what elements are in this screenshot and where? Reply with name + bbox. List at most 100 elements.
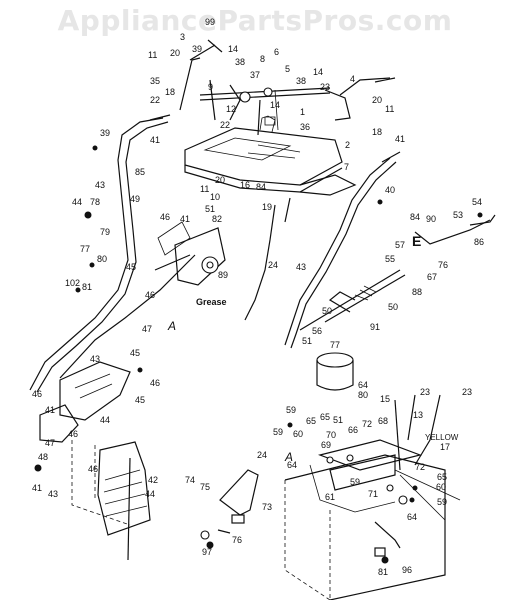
label-81b: 81 (82, 282, 92, 292)
left-handle (29, 114, 171, 393)
label-20c: 20 (215, 175, 225, 185)
label-16: 16 (240, 180, 250, 190)
label-40: 43 (90, 354, 100, 364)
label-32a: 41 (395, 134, 405, 144)
label-46b: 46 (145, 290, 155, 300)
label-55: 55 (385, 254, 395, 264)
label-32b: 41 (150, 135, 160, 145)
label-18a: 18 (165, 87, 175, 97)
label-20a: 20 (170, 48, 180, 58)
label-46a: 46 (160, 212, 170, 222)
label-81c: 81 (378, 567, 388, 577)
label-63: 61 (325, 492, 335, 502)
label-68: 68 (378, 416, 388, 426)
label-54: 54 (472, 197, 482, 207)
control-panel (184, 115, 357, 196)
label-7: 7 (344, 162, 349, 172)
label-15: 15 (380, 394, 390, 404)
label-8: 8 (260, 54, 265, 64)
label-3: 3 (180, 32, 185, 42)
label-35: 43 (296, 262, 306, 272)
label-4: 4 (350, 74, 355, 84)
label-72a: 72 (362, 419, 372, 429)
label-78: 77 (80, 244, 90, 254)
label-20b: 20 (372, 95, 382, 105)
label-59b: 59 (437, 497, 447, 507)
label-1: 1 (300, 107, 305, 117)
label-64c: 64 (407, 512, 417, 522)
ref-a-lower: A (284, 450, 293, 464)
lower-bracket (200, 469, 259, 540)
label-44a: 46 (150, 378, 160, 388)
label-9: 9 (208, 82, 213, 92)
upper-shift-rods (179, 39, 396, 136)
label-44b: 46 (88, 464, 98, 474)
label-79: 78 (90, 197, 100, 207)
grease-note: Grease (196, 297, 227, 307)
label-77a: 76 (438, 260, 448, 270)
label-38b: 44 (145, 489, 155, 499)
label-86: 86 (474, 237, 484, 247)
label-38: 44 (72, 197, 82, 207)
label-51a: 51 (205, 204, 215, 214)
label-73: 73 (262, 502, 272, 512)
label-18b: 18 (372, 127, 382, 137)
label-29: 38 (296, 76, 306, 86)
label-53: 53 (453, 210, 463, 220)
label-41b: 41 (45, 405, 55, 415)
label-45: 45 (126, 262, 136, 272)
label-2: 2 (345, 140, 350, 150)
chute-crank-assembly (154, 221, 226, 286)
label-28: 38 (235, 57, 245, 67)
label-23b: 23 (462, 387, 472, 397)
yellow-note: YELLOW (425, 433, 459, 442)
chute-guard (97, 441, 151, 561)
label-64b: 64 (287, 460, 297, 470)
label-67: 66 (348, 425, 358, 435)
label-59a: 59 (273, 427, 283, 437)
label-77b: 77 (330, 340, 340, 350)
label-69: 69 (321, 440, 331, 450)
label-65b: 65 (437, 472, 447, 482)
label-50a: 50 (388, 302, 398, 312)
label-88: 88 (412, 287, 422, 297)
label-31a: 39 (100, 128, 110, 138)
label-82: 82 (212, 214, 222, 224)
label-51b: 51 (302, 336, 312, 346)
label-26: 36 (300, 122, 310, 132)
label-50b: 50 (322, 306, 332, 316)
label-22b: 23 (420, 387, 430, 397)
label-14b: 14 (270, 100, 280, 110)
label-43a: 45 (135, 395, 145, 405)
label-14a: 14 (228, 44, 238, 54)
label-22a: 22 (150, 95, 160, 105)
ref-e: E (412, 233, 421, 249)
watermark-text: AppliancePartsPros.com (57, 4, 453, 37)
label-17: 17 (440, 442, 450, 452)
label-61: 60 (293, 429, 303, 439)
label-21: 22 (220, 120, 230, 130)
label-11b: 11 (385, 104, 394, 114)
label-39b: 41 (32, 483, 42, 493)
friction-wheel (316, 352, 354, 391)
label-72b: 72 (415, 462, 425, 472)
label-81a: 80 (97, 254, 107, 264)
label-37: 42 (148, 475, 158, 485)
label-5: 5 (285, 64, 290, 74)
drive-control-assembly (284, 394, 461, 600)
shift-rod (299, 214, 496, 331)
label-66: 65 (320, 412, 330, 422)
label-80b: 80 (358, 390, 368, 400)
label-42: 43 (48, 489, 58, 499)
label-65a: 65 (306, 416, 316, 426)
label-57: 57 (395, 240, 405, 250)
label-30: 39 (192, 44, 202, 54)
label-75: 75 (200, 482, 210, 492)
label-39a: 45 (130, 348, 140, 358)
label-13: 13 (413, 410, 423, 420)
part-labels: 99 3 39 14 6 8 20 11 38 37 5 35 18 22 9 … (32, 17, 484, 577)
label-56: 56 (312, 326, 322, 336)
label-24a: 24 (268, 260, 278, 270)
ref-a-upper: A (167, 319, 176, 333)
label-89: 89 (218, 270, 228, 280)
